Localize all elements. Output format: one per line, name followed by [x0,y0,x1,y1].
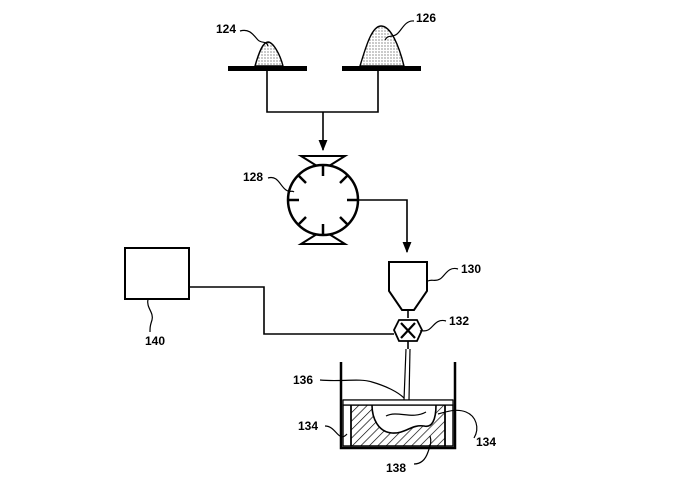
dispenser-124: 124 [216,22,307,71]
mixer-128: 128 [243,155,360,245]
cavity-leader [413,435,432,465]
mold-cavity-138 [371,404,437,434]
hopper-130: 130 [388,261,481,318]
label-124: 124 [216,22,236,36]
line-mixer-to-hopper [358,199,412,254]
mold-right-leader [437,409,478,439]
dispenser-126-platform [342,66,421,71]
label-136: 136 [293,373,313,387]
mold-assembly [339,362,457,450]
valve-cross [400,322,416,339]
label-128: 128 [243,170,263,184]
dispenser-126-leader [384,20,415,41]
dispenser-126: 126 [342,11,436,71]
controller-box [124,247,190,300]
mold-container [339,362,457,450]
dispenser-124-pile [254,41,284,67]
hopper-leader [427,267,459,282]
controller-leader [147,298,153,333]
liquid-leader [319,379,405,399]
label-134-right: 134 [476,435,496,449]
cavity-inner-wave [385,411,427,417]
mixer-blades [288,165,358,235]
label-134-left: 134 [298,419,318,433]
mixer-leader [267,176,295,193]
mold-wall-left [342,404,352,447]
pour-stream [403,348,411,401]
valve-leader [419,319,447,332]
valve-132: 132 [393,314,469,349]
dispenser-124-leader [239,29,269,47]
mold-left-leader [324,425,348,438]
label-138: 138 [386,461,406,475]
control-line [189,286,394,335]
label-132: 132 [449,314,469,328]
feed-line-124 [266,71,379,113]
liquid-layer-136 [342,399,454,406]
label-130: 130 [461,262,481,276]
controller-140: 140 [124,247,394,348]
hopper-body [388,261,428,311]
dispenser-124-platform [228,66,307,71]
label-140: 140 [145,334,165,348]
label-126: 126 [416,11,436,25]
dispenser-126-pile [359,25,405,67]
